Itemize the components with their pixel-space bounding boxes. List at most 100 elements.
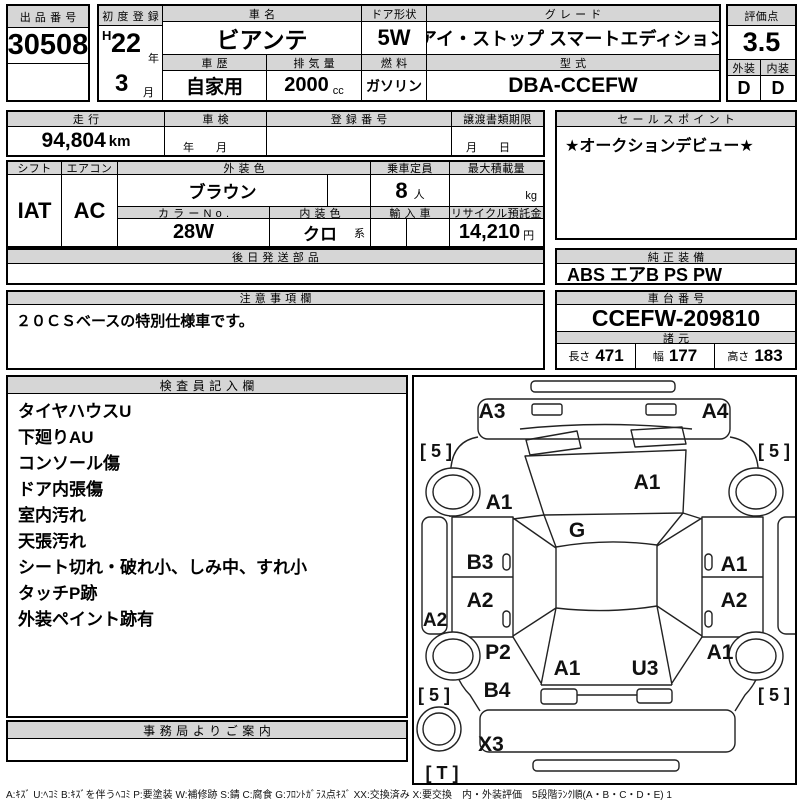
exterior-grade-header: 外装 [728, 60, 761, 76]
shaken-header: 車検 [165, 112, 267, 127]
registration-number-cell [267, 127, 452, 155]
damage-label-a1-quarter-right: A1 [707, 641, 734, 664]
chassis-number: CCEFW-209810 [557, 305, 795, 332]
damage-label-a2-door-right: A2 [721, 589, 748, 612]
right-sill [777, 516, 800, 635]
rear-lower-strip [532, 759, 680, 772]
interior-color-suffix: 系 [354, 228, 365, 240]
wheel-front-right-icon [728, 467, 784, 517]
auction-number-header: 出品番号 [8, 6, 88, 28]
wheel-rear-left-icon [425, 631, 481, 681]
damage-diagram-box: A3 A4 [ 5 ] [ 5 ] A1 A1 G B3 A1 A2 A2 A2… [412, 375, 800, 785]
import-header: 輸入車 [371, 207, 450, 219]
inspector-line: ドア内張傷 [18, 480, 103, 499]
front-bumper-grille-right [645, 403, 677, 416]
mileage-value: 94,804 km [8, 127, 165, 155]
front-bumper-grille-left [531, 403, 563, 416]
displacement-header: 排気量 [267, 55, 362, 71]
damage-label-b3: B3 [467, 551, 494, 574]
later-parts-empty [8, 264, 543, 283]
quarter-slant-right [671, 636, 703, 684]
car-name-value: ビアンテ [163, 22, 362, 55]
inspector-line: シート切れ・破れ小、しみ中、すれ小 [18, 558, 307, 577]
color-no-header: カラーNo. [118, 207, 270, 219]
office-empty [8, 739, 406, 760]
damage-label-g: G [569, 519, 585, 542]
exterior-grade-value: D [728, 76, 761, 100]
damage-label-a3: A3 [479, 400, 506, 423]
interior-grade-value: D [771, 77, 785, 98]
capacity-header: 乗車定員 [371, 162, 450, 175]
transfer-deadline-cell: 月 日 [452, 127, 543, 155]
inspector-box: 検査員記入欄 タイヤハウスU 下廻りAU コンソール傷 ドア内張傷 室内汚れ 天… [6, 375, 408, 718]
month-suffix: 月 [143, 87, 154, 99]
office-header: 事務局よりご案内 [8, 722, 406, 739]
front-left-fender [449, 436, 479, 518]
roof-panel [555, 541, 658, 612]
equipment-header: 純正装備 [557, 250, 795, 264]
connector-front-right [656, 517, 703, 547]
door-shape-header: ドア形状 [362, 6, 427, 22]
history-value: 自家用 [163, 71, 267, 100]
grade-value: アイ・ストップ スマートエディション [427, 22, 719, 55]
hatch-right-edge [656, 605, 673, 686]
inspector-line: タイヤハウスU [18, 402, 132, 421]
inspector-line: コンソール傷 [18, 454, 120, 473]
shift-value: IAT [8, 175, 62, 246]
max-load-unit: kg [525, 190, 537, 202]
sales-point-box: セールスポイント ★オークションデビュー★ [555, 110, 797, 240]
transfer-deadline-header: 譲渡書類期限 [452, 112, 543, 127]
fuel-value: ガソリン [362, 71, 427, 100]
damage-label-u3: U3 [632, 657, 659, 680]
a-pillar-right [656, 512, 684, 546]
quarter-slant-left [512, 636, 542, 684]
height-cell: 高さ 183 [715, 344, 795, 368]
registration-month: 3 [115, 70, 129, 97]
max-load-header: 最大積載量 [450, 162, 543, 175]
specs-box: シフト エアコン 外装色 乗車定員 最大積載量 IAT AC ブラウン 8 人 … [6, 160, 545, 248]
registration-number-header: 登録番号 [267, 112, 452, 127]
dimensions-header: 諸元 [557, 332, 795, 344]
connector-rear-left [512, 607, 557, 637]
aircon-value: AC [62, 175, 118, 246]
inspector-notes: タイヤハウスU 下廻りAU コンソール傷 ドア内張傷 室内汚れ 天張汚れ シート… [8, 394, 406, 716]
width-cell: 幅 177 [636, 344, 715, 368]
transfer-placeholder: 月 日 [466, 142, 510, 154]
recycle-unit: 円 [523, 230, 535, 242]
hatch-left-edge [540, 607, 557, 686]
damage-label-a4: A4 [702, 400, 729, 423]
max-load-cell: kg [450, 175, 543, 207]
connector-rear-right [656, 605, 703, 637]
tire-grade-front-left: [ 5 ] [420, 441, 452, 461]
damage-label-a1-fender-left: A1 [486, 491, 513, 514]
era-letter: H [102, 28, 112, 43]
equipment-box: 純正装備 ABS エアB PS PW [555, 248, 797, 285]
damage-label-a2-door-left: A2 [467, 589, 494, 612]
recycle-fee: 14,210 [458, 221, 521, 243]
front-bumper [477, 398, 731, 440]
hood-right-line [682, 512, 703, 520]
import-cell-1 [371, 219, 407, 246]
tail-light-right [636, 688, 673, 704]
height-label: 高さ [727, 351, 750, 363]
car-body-outline [416, 380, 800, 772]
front-right-fender [729, 436, 760, 518]
recycle-header: リサイクル預託金 [450, 207, 543, 219]
fuel-header: 燃料 [362, 55, 427, 71]
hood-left-line [512, 514, 545, 520]
mileage-number: 94,804 [41, 129, 106, 152]
auction-number-value: 30508 [8, 28, 88, 64]
auction-number-empty [8, 64, 88, 100]
vehicle-header-box: 初度登録 H 22 年 3 月 車名 ビアンテ 車歴 自家用 排気量 2000 … [97, 4, 721, 102]
damage-code-legend: A:ｷｽﾞ U:ﾍｺﾐ B:ｷｽﾞを伴うﾍｺﾐ P:要塗装 W:補修跡 S:錆 … [6, 790, 672, 800]
inspector-line: 下廻りAU [18, 428, 94, 447]
damage-label-a2-sill-left: A2 [423, 610, 447, 631]
color-no-value: 28W [118, 219, 270, 246]
score-box: 評価点 3.5 外装 内装 D D [726, 4, 797, 102]
cowl-left [525, 430, 582, 456]
a-pillar-left [543, 514, 557, 548]
recycle-value: 14,210 円 [450, 219, 543, 246]
cowl-right [630, 426, 687, 448]
car-name-header: 車名 [163, 6, 362, 22]
inspector-header: 検査員記入欄 [8, 377, 406, 394]
